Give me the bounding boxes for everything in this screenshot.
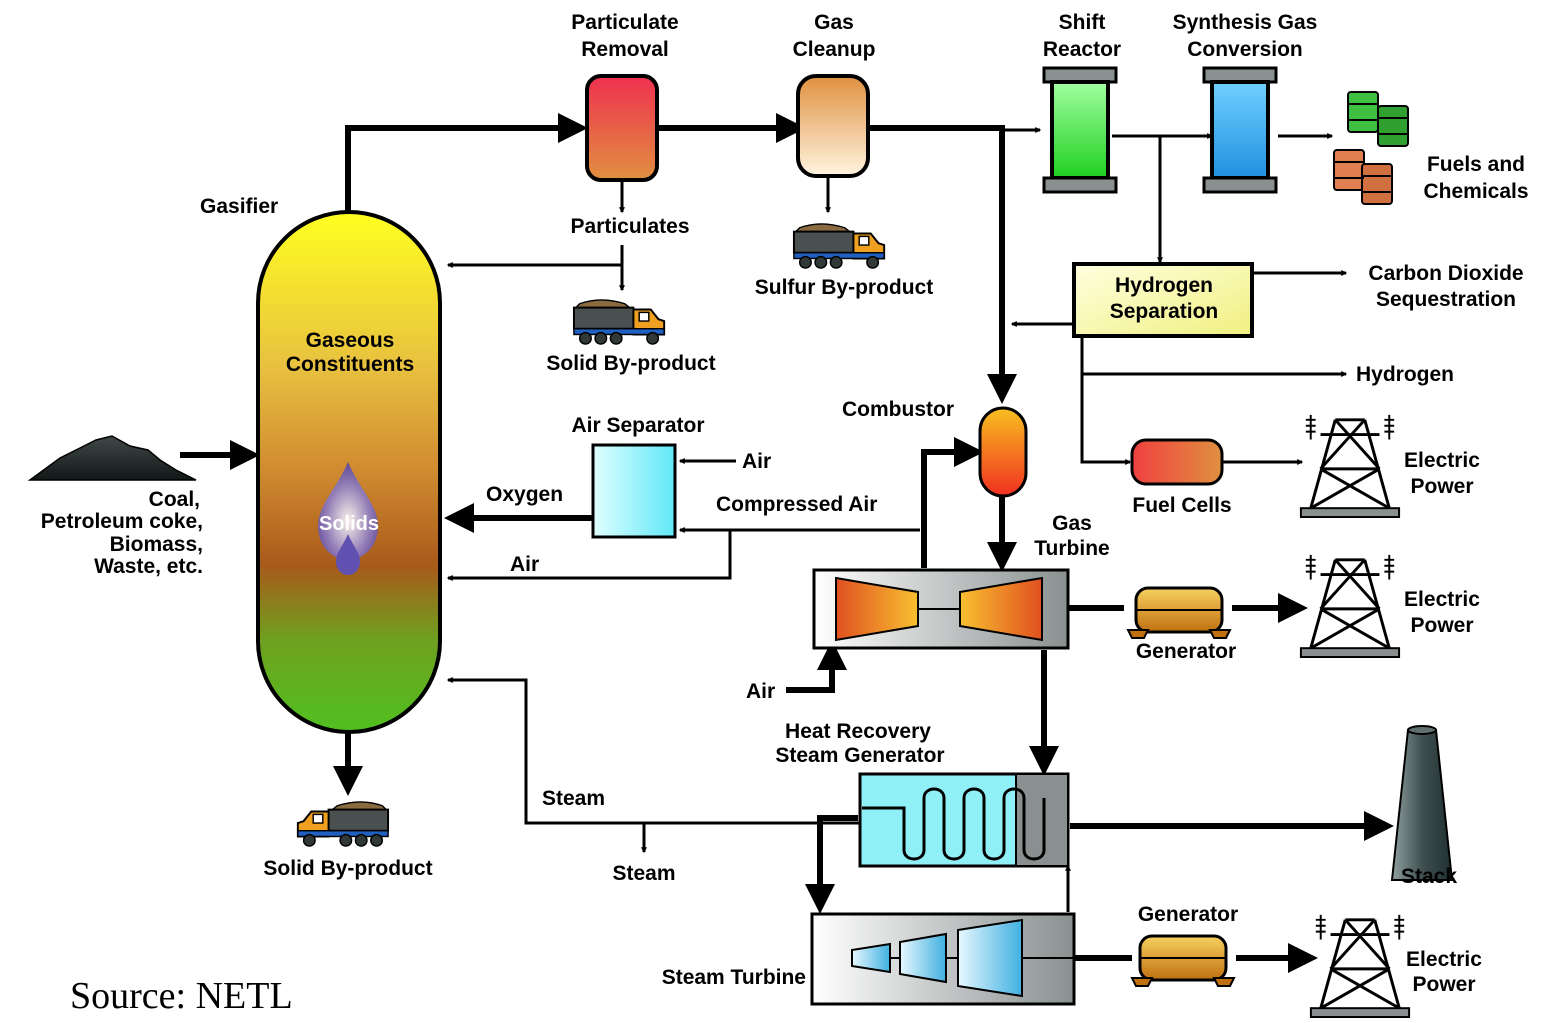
steam-turbine-label: Steam Turbine [662,966,806,989]
feedstock-label-4: Waste, etc. [94,555,203,578]
electric-tower-icon [1299,413,1401,518]
generator-icon [1126,586,1232,640]
solids-droplet-icon [318,462,378,560]
hydrogen-separation-unit [1072,262,1254,338]
hydrogen-separation-label-1: Hydrogen [1115,274,1213,297]
fuels-chemicals-label-2: Chemicals [1423,180,1528,203]
air-in-label: Air [742,450,771,473]
shift-reactor [1042,66,1118,194]
feedstock-label-1: Coal, [149,488,200,511]
particulate-removal-label-1: Particulate [571,11,678,34]
air-separator-unit [591,443,677,539]
fuel-barrels-icon [1333,91,1409,205]
air-turbine-label: Air [746,680,775,703]
generator-1-label: Generator [1136,640,1236,663]
truck-icon [298,802,388,846]
electric-power-1-label-1: Electric [1404,449,1480,472]
stack-label: Stack [1401,865,1457,888]
carbon-dioxide-label-1: Carbon Dioxide [1368,262,1523,285]
shift-reactor-label-2: Reactor [1043,38,1121,61]
flow-lines [180,113,1394,973]
feedstock-label-3: Biomass, [110,533,203,556]
oxygen-label: Oxygen [486,483,563,506]
air-return-line [446,530,732,581]
fuel-cells-label: Fuel Cells [1132,494,1231,517]
steam-to-gasifier-line [446,677,860,825]
gas-cleanup-label-1: Gas [814,11,854,34]
clean-gas-to-combustor-line [870,125,1017,404]
electric-tower-icon [1309,913,1411,1018]
hrsg-label-2: Steam Generator [775,744,944,767]
gas-turbine [812,568,1070,650]
electric-tower-icon [1299,553,1401,658]
combustor-label: Combustor [842,398,954,421]
electric-power-3-label-2: Power [1412,973,1475,996]
compressor-to-combustor-line [921,437,984,568]
feedstock-label-2: Petroleum coke, [41,510,203,533]
synthesis-gas-label-2: Conversion [1187,38,1303,61]
solid-byproduct-bottom-label: Solid By-product [263,857,432,880]
hrsg-label-1: Heat Recovery [785,720,931,743]
sulfur-byproduct-label: Sulfur By-product [755,276,934,299]
hydrogen-separation-label-2: Separation [1110,300,1219,323]
electric-power-3-label-1: Electric [1406,948,1482,971]
carbon-dioxide-label-2: Sequestration [1376,288,1516,311]
air-separator-label: Air Separator [571,414,704,437]
hydrogen-label: Hydrogen [1356,363,1454,386]
particulates-label: Particulates [570,215,689,238]
fuel-cells-unit [1130,438,1224,486]
gas-cleanup-label-2: Cleanup [793,38,876,61]
synthesis-gas-label-1: Synthesis Gas [1173,11,1318,34]
gasifier [256,210,442,734]
stack-icon [1390,725,1454,881]
gas-turbine-label-1: Gas [1052,512,1092,535]
gas-turbine-label-2: Turbine [1034,537,1109,560]
fuels-chemicals-label-1: Fuels and [1427,153,1525,176]
gasifier-label: Gasifier [200,195,278,218]
solid-byproduct-top-label: Solid By-product [546,352,715,375]
steam-out-label: Steam [612,862,675,885]
synthesis-gas-reactor [1202,66,1278,194]
gaseous-constituents-label-1: Gaseous [306,329,395,352]
electric-power-2-label-2: Power [1410,614,1473,637]
gaseous-constituents-label-2: Constituents [286,353,414,376]
h2-to-fuel-cells-line [1080,336,1132,465]
generator-icon [1130,934,1236,988]
truck-icon [792,222,886,270]
compressed-air-label: Compressed Air [716,493,877,516]
solids-label: Solids [319,513,379,535]
truck-icon [572,298,666,346]
air-into-turbine-line [786,640,847,693]
gas-cleanup-vessel [796,74,870,178]
small-droplet-icon [336,534,360,575]
electric-power-2-label-1: Electric [1404,588,1480,611]
generator-2-label: Generator [1138,903,1238,926]
heat-recovery-steam-generator [858,772,1070,868]
raw-gas-line [345,113,588,212]
coal-pile-icon [27,435,197,481]
particulate-removal-label-2: Removal [581,38,669,61]
combustor-vessel [978,406,1028,498]
shift-reactor-label-1: Shift [1059,11,1106,34]
source-caption: Source: NETL [70,975,293,1017]
electric-power-1-label-2: Power [1410,475,1473,498]
steam-to-gasifier-label: Steam [542,787,605,810]
steam-turbine [810,912,1076,1006]
particulate-removal-vessel [585,74,659,182]
air-return-label: Air [510,553,539,576]
hrsg-to-steam-turbine-line [805,815,858,914]
